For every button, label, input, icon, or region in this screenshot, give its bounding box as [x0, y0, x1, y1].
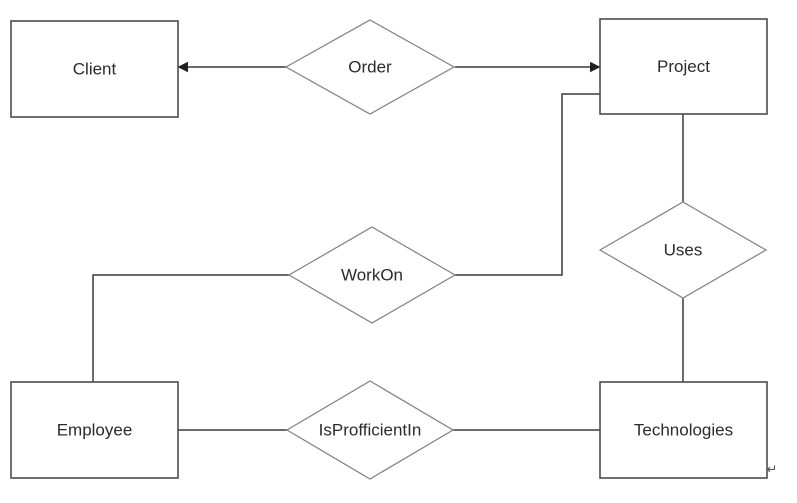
entity-client-label: Client: [73, 59, 117, 78]
entity-technologies-box[interactable]: [599, 381, 768, 479]
entity-employee[interactable]: Employee: [10, 381, 179, 479]
relationship-uses[interactable]: Uses: [598, 201, 768, 299]
relationship-workon-diamond[interactable]: [287, 226, 457, 324]
relationship-workon-label: WorkOn: [341, 265, 403, 284]
entity-client[interactable]: Client: [10, 20, 179, 118]
relationship-isprofficientin-diamond[interactable]: [285, 380, 455, 480]
relationship-uses-diamond[interactable]: [598, 201, 768, 299]
entity-employee-label: Employee: [57, 420, 133, 439]
entity-technologies[interactable]: Technologies: [599, 381, 768, 479]
relationship-workon[interactable]: WorkOn: [287, 226, 457, 324]
connector-layer: [92, 61, 684, 431]
entity-technologies-label: Technologies: [634, 420, 733, 439]
entity-project-box[interactable]: [599, 18, 768, 115]
relationship-isprofficientin-label: IsProfficientIn: [319, 420, 422, 439]
relationship-order-diamond[interactable]: [284, 19, 456, 115]
entity-employee-box[interactable]: [10, 381, 179, 479]
paragraph-return-mark-icon: ↵: [767, 461, 778, 476]
relationship-order[interactable]: Order: [284, 19, 456, 115]
relationship-uses-label: Uses: [664, 240, 703, 259]
entity-client-box[interactable]: [10, 20, 179, 118]
relationship-layer: Order WorkOn Uses IsProfficientIn: [284, 19, 768, 480]
entity-project[interactable]: Project: [599, 18, 768, 115]
connector-project-to-workon: [455, 93, 600, 276]
entity-layer: Client Project Employee Technologies: [10, 18, 768, 479]
connector-workon-to-employee: [92, 274, 289, 382]
relationship-order-label: Order: [348, 57, 392, 76]
relationship-isprofficientin[interactable]: IsProfficientIn: [285, 380, 455, 480]
mark-layer: ↵: [767, 461, 778, 476]
entity-project-label: Project: [657, 57, 710, 76]
